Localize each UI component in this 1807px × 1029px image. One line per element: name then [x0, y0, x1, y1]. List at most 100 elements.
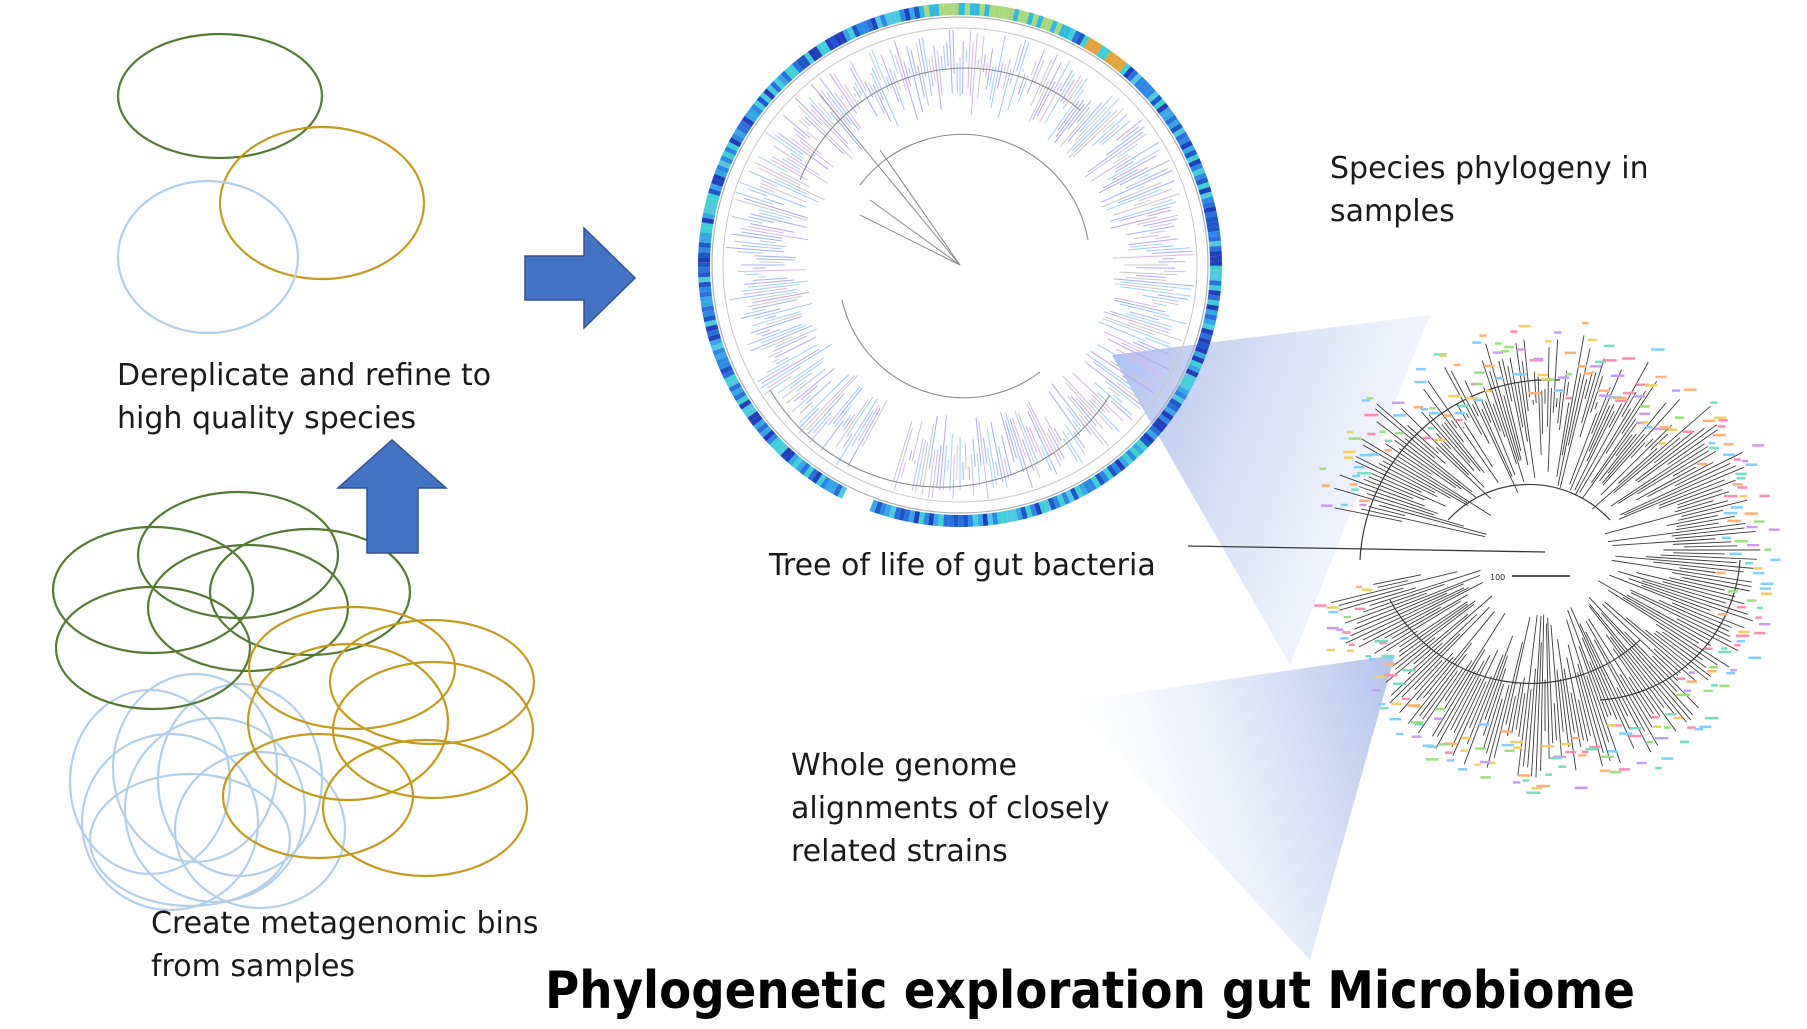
- heatmap-cell: [706, 192, 720, 201]
- tree-branch: [835, 399, 869, 448]
- species-tree-branch: [1407, 642, 1443, 675]
- heatmap-cell: [698, 237, 712, 244]
- tree-branch: [1126, 276, 1167, 281]
- species-tree-branch: [1556, 402, 1570, 478]
- heatmap-cell: [1086, 478, 1097, 491]
- species-tree-branch: [1486, 698, 1503, 754]
- tree-branch: [1033, 59, 1045, 85]
- heatmap-cell: [1053, 22, 1063, 36]
- heatmap-cell: [1209, 270, 1222, 276]
- heatmap-cell: [1163, 405, 1177, 417]
- species-tree-tip: [1754, 631, 1766, 635]
- heatmap-cell: [1130, 73, 1143, 86]
- species-tree-branch: [1355, 460, 1422, 493]
- tree-branch: [894, 40, 919, 121]
- species-tree-branch: [1605, 634, 1677, 732]
- species-tree-branch: [1435, 446, 1491, 499]
- heatmap-cell: [1069, 487, 1080, 501]
- heatmap-cell: [1183, 372, 1197, 383]
- species-tree-tip: [1465, 396, 1479, 400]
- species-tree-branch: [1608, 403, 1622, 428]
- tree-branch: [761, 336, 793, 351]
- species-tree-branch: [1602, 399, 1680, 486]
- tree-branch: [1128, 238, 1179, 246]
- species-tree-branch: [1586, 675, 1610, 743]
- heatmap-cell: [1167, 118, 1181, 130]
- heatmap-cell: [1179, 140, 1193, 151]
- tree-branch: [1136, 214, 1178, 226]
- species-tree-tip: [1344, 456, 1353, 459]
- heatmap-cell: [703, 314, 717, 323]
- tree-branch: [952, 454, 955, 500]
- heatmap-cell: [733, 390, 747, 402]
- tree-branch: [986, 48, 994, 90]
- heatmap-cell: [1209, 250, 1222, 257]
- heatmap-cell: [988, 4, 996, 18]
- species-tree-branch: [1511, 683, 1522, 734]
- species-tree-tip: [1664, 726, 1671, 729]
- species-tree-tip: [1578, 365, 1588, 368]
- species-tree-tip: [1723, 453, 1736, 457]
- species-tree-tip: [1480, 776, 1491, 779]
- heatmap-cell: [1052, 495, 1062, 509]
- tree-branch: [747, 295, 802, 308]
- species-tree-tip: [1578, 754, 1587, 757]
- tree-branch: [917, 65, 925, 98]
- tree-branch: [1119, 303, 1171, 317]
- tree-branch: [833, 387, 863, 425]
- species-tree-tip: [1479, 760, 1491, 764]
- species-tree-branch: [1463, 422, 1493, 468]
- species-tree-tip: [1609, 770, 1622, 774]
- species-tree-branch: [1615, 555, 1754, 569]
- tree-branch: [889, 68, 905, 110]
- tree-branch: [1101, 120, 1131, 145]
- species-tree-branch: [1440, 442, 1485, 488]
- heatmap-cell: [736, 124, 750, 135]
- heatmap-cell: [704, 319, 718, 328]
- species-tree-branch: [1537, 376, 1542, 455]
- species-tree-branch: [1671, 527, 1745, 537]
- tree-branch: [790, 137, 816, 157]
- species-tree-branch: [1450, 370, 1490, 444]
- tree-branch: [1147, 209, 1172, 217]
- species-tree-tip: [1367, 432, 1376, 436]
- tree-branch: [1114, 283, 1174, 292]
- tree-branch: [982, 437, 988, 464]
- tree-branch: [1026, 403, 1053, 456]
- species-tree-tip: [1401, 697, 1410, 701]
- species-tree-branch: [1463, 635, 1514, 765]
- tree-branch: [1073, 431, 1086, 449]
- species-tree-branch: [1645, 556, 1737, 564]
- species-tree-branch: [1629, 648, 1692, 721]
- heatmap-cell: [709, 183, 723, 192]
- species-tree-branch: [1444, 660, 1473, 702]
- heatmap-cell: [998, 6, 1006, 19]
- species-tree-branch: [1515, 677, 1525, 730]
- species-tree-tip: [1475, 747, 1486, 750]
- species-tree-tip: [1604, 344, 1615, 348]
- species-tree-branch: [1353, 583, 1464, 630]
- tree-branch: [740, 228, 809, 241]
- heatmap-cell: [766, 433, 779, 446]
- heatmap-cell: [762, 429, 776, 442]
- tree-branch: [1128, 245, 1174, 251]
- species-tree-tip: [1645, 426, 1653, 429]
- species-tree-branch: [1472, 404, 1479, 417]
- tree-branch: [969, 42, 974, 96]
- heatmap-cell: [1206, 220, 1220, 228]
- tree-branch: [761, 349, 819, 384]
- species-tree-branch: [1675, 522, 1719, 531]
- tree-branch: [1004, 412, 1025, 472]
- heatmap-cell: [1152, 421, 1165, 433]
- tree-branch: [1121, 126, 1140, 141]
- species-tree-branch: [1635, 428, 1705, 482]
- tree-branch: [1086, 353, 1137, 390]
- species-tree-tip: [1704, 716, 1719, 720]
- species-tree-tip: [1374, 675, 1387, 679]
- species-tree-tip: [1372, 688, 1381, 692]
- heatmap-cell: [1190, 163, 1204, 173]
- heatmap-cell: [708, 187, 722, 197]
- tree-branch: [1100, 169, 1173, 203]
- species-tree-tip: [1720, 647, 1728, 650]
- tree-branch: [1131, 353, 1151, 365]
